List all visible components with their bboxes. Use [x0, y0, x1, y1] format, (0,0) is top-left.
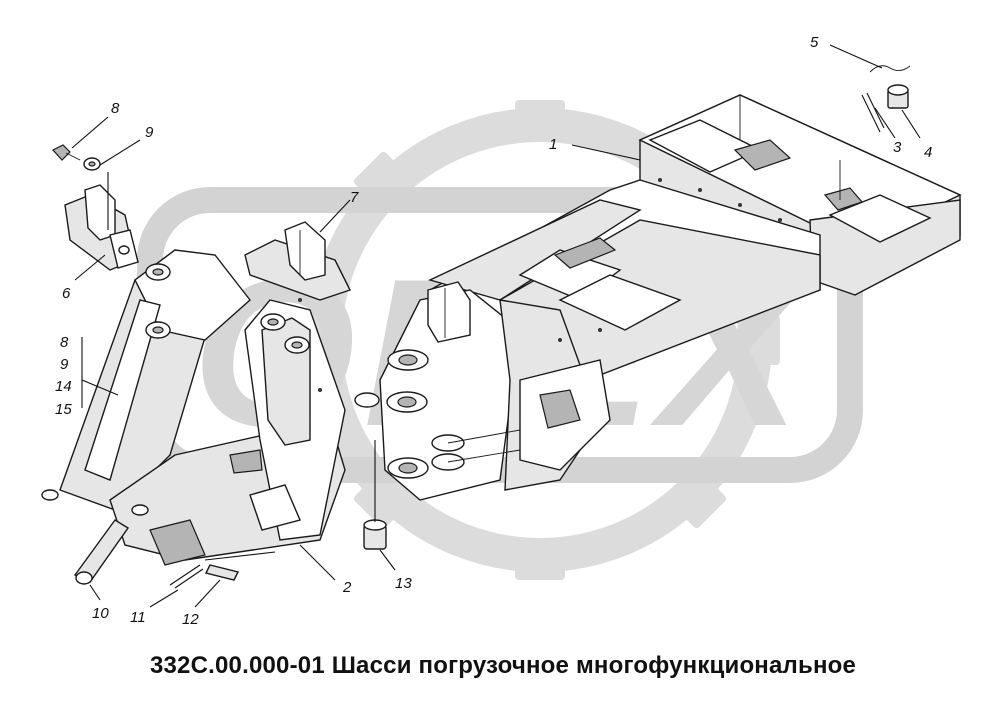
callout-12: 12 [182, 611, 199, 628]
bracket-7 [244, 221, 351, 301]
callout-6: 6 [62, 285, 71, 302]
chain-5 [869, 65, 911, 73]
fitting-3 [861, 92, 885, 133]
callout-3: 3 [893, 139, 902, 156]
callout-8-top: 8 [111, 100, 120, 117]
callout-group-15: 15 [55, 401, 72, 418]
callout-group-9: 9 [60, 356, 69, 373]
callout-1: 1 [549, 136, 557, 153]
callout-2: 2 [342, 579, 352, 596]
diagram-caption: 332С.00.000-01 Шасси погрузочное многофу… [149, 652, 857, 679]
leader-lines [71, 44, 921, 608]
bolt-8 [52, 144, 81, 161]
callout-13: 13 [395, 575, 412, 592]
washer-9 [83, 157, 101, 171]
bolt-11 [169, 564, 204, 589]
callout-group-8: 8 [60, 334, 69, 351]
pin-10 [73, 519, 130, 585]
callout-11: 11 [130, 609, 146, 626]
callout-9-top: 9 [145, 124, 154, 141]
lift-arm-assembly [41, 249, 380, 566]
callout-7: 7 [350, 189, 359, 206]
callout-group-14: 14 [55, 378, 72, 395]
bracket-6 [64, 184, 139, 271]
bolt-12 [204, 564, 240, 581]
bushing-13 [363, 519, 387, 550]
callout-4: 4 [924, 144, 932, 161]
main-chassis-frame [379, 94, 962, 501]
callout-10: 10 [92, 605, 109, 622]
callout-5: 5 [810, 34, 819, 51]
cap-4 [887, 84, 909, 109]
